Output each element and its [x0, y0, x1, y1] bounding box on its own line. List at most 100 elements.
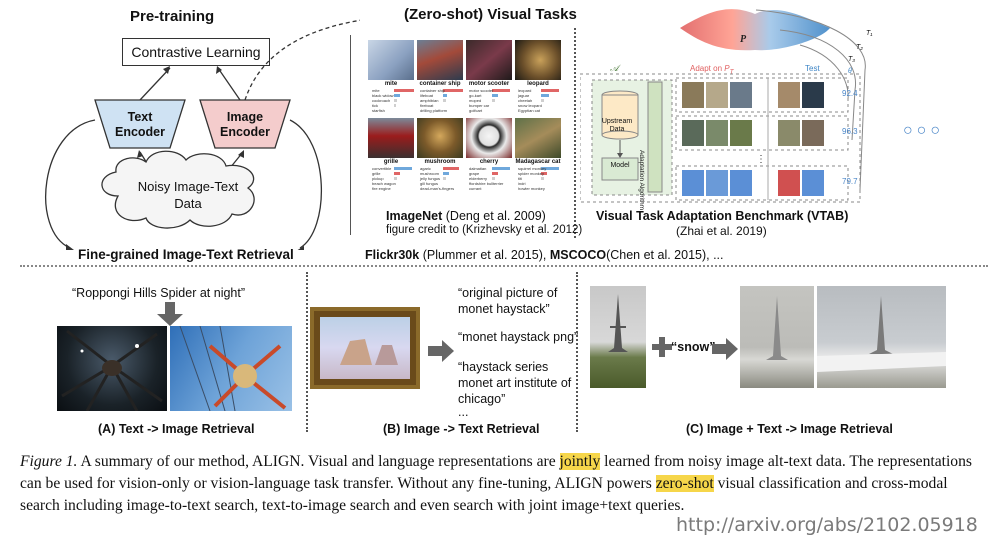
photo-spider-sculpture-day	[170, 326, 292, 411]
svg-text:titi: titi	[518, 176, 522, 181]
panel-divider-2	[576, 272, 578, 432]
panel-c-query: “snow”	[671, 340, 716, 354]
svg-text:dalmatian: dalmatian	[469, 166, 486, 171]
vtab-test-label: Test	[805, 64, 820, 73]
imagenet-label: cherry	[479, 159, 499, 165]
vtab-score: 79.7	[842, 177, 858, 186]
photo-spider-sculpture-night	[57, 326, 167, 411]
data-cloud	[101, 150, 255, 229]
cloud-label: Noisy Image-Text Data	[137, 179, 239, 211]
vtab-score: 96.3	[842, 127, 858, 136]
vtab-ref: (Zhai et al. 2019)	[676, 224, 767, 238]
vtab-task-label: T₂	[856, 44, 863, 51]
vtab-upstream-label: Upstream Data	[601, 118, 633, 133]
svg-text:moped: moped	[469, 98, 481, 103]
plus-icon	[652, 337, 672, 357]
photo-grille	[368, 118, 414, 158]
svg-text:tick: tick	[372, 103, 378, 108]
svg-text:bumper car: bumper car	[469, 103, 490, 108]
caption-label: Figure 1.	[20, 453, 78, 470]
mscoco-ref: (Chen et al. 2015), ...	[606, 248, 724, 262]
svg-text:convertible: convertible	[372, 166, 392, 171]
imagenet-label: grille	[383, 159, 399, 165]
svg-text:fireboat: fireboat	[420, 103, 434, 108]
svg-text:spider monkey: spider monkey	[518, 171, 544, 176]
top-divider-1	[350, 35, 351, 235]
imagenet-caption: ImageNet (Deng et al. 2009)	[386, 209, 546, 223]
panel-b-label: (B) Image -> Text Retrieval	[383, 422, 540, 436]
svg-text:⋮: ⋮	[756, 154, 766, 165]
svg-text:cockroach: cockroach	[372, 98, 390, 103]
flickr30k-ref: (Plummer et al. 2015),	[419, 248, 550, 262]
top-divider-2	[574, 28, 576, 238]
svg-text:leopard: leopard	[518, 88, 531, 93]
vtab-score: 92.4	[842, 89, 858, 98]
imagenet-title: ImageNet	[386, 209, 443, 223]
svg-text:amphibian: amphibian	[420, 98, 438, 103]
svg-text:squirrel monkey: squirrel monkey	[518, 166, 546, 171]
figure-caption: Figure 1. A summary of our method, ALIGN…	[20, 451, 982, 517]
svg-text:elderberry: elderberry	[469, 176, 487, 181]
right-arrow-icon	[712, 338, 738, 360]
imagenet-credit: figure credit to (Krizhevsky et al. 2012…	[386, 224, 583, 236]
svg-text:Egyptian cat: Egyptian cat	[518, 108, 541, 113]
pretraining-diagram	[45, 19, 360, 250]
svg-text:grape: grape	[469, 171, 480, 176]
imagenet-label: container ship	[419, 81, 461, 87]
arxiv-url[interactable]: http://arxiv.org/abs/2102.05918	[676, 514, 978, 536]
panel-b-text: “haystack series monet art institute of …	[458, 360, 572, 406]
imagenet-figure: mite container ship motor scooter leopar…	[368, 40, 564, 212]
caption-text: A summary of our method, ALIGN. Visual a…	[77, 453, 560, 470]
imagenet-label: Madagascar cat	[515, 159, 561, 165]
svg-text:beach wagon: beach wagon	[372, 181, 396, 186]
photo-container-ship	[417, 40, 463, 80]
zeroshot-title: (Zero-shot) Visual Tasks	[404, 6, 577, 23]
svg-text:mite: mite	[372, 88, 380, 93]
more-tasks-ellipsis: ○○○	[903, 122, 944, 139]
photo-mushroom	[417, 118, 463, 158]
svg-text:pickup: pickup	[372, 176, 384, 181]
svg-text:snow leopard: snow leopard	[518, 103, 542, 108]
photo-eiffel-snow-1	[740, 286, 814, 388]
retrieval-datasets: Flickr30k (Plummer et al. 2015), MSCOCO(…	[365, 248, 724, 262]
vtab-row2-thumbs	[682, 120, 824, 146]
svg-text:lifeboat: lifeboat	[420, 93, 434, 98]
svg-text:dead-man's-fingers: dead-man's-fingers	[420, 186, 454, 191]
svg-text:currant: currant	[469, 186, 482, 191]
vtab-model-label: Model	[610, 162, 630, 169]
contrastive-learning-box: Contrastive Learning	[122, 38, 270, 66]
flickr30k: Flickr30k	[365, 248, 420, 262]
panel-b-text: “original picture of monet haystack”	[458, 286, 558, 316]
imagenet-label: mushroom	[424, 159, 456, 165]
retrieval-title: Fine-grained Image-Text Retrieval	[78, 247, 294, 262]
distribution-label: P	[740, 34, 747, 45]
svg-text:motor scooter: motor scooter	[469, 88, 494, 93]
vtab-row3-thumbs	[682, 170, 824, 196]
caption-highlight: jointly	[559, 453, 601, 470]
photo-eiffel-tower	[590, 286, 646, 388]
svg-text:indri: indri	[518, 181, 526, 186]
photo-motor-scooter	[466, 40, 512, 80]
caption-text: visual classification and cross-modal se…	[20, 475, 948, 514]
panel-b-text: ...	[458, 405, 469, 419]
right-arrow-icon	[428, 340, 454, 362]
vtab-row1-thumbs	[682, 82, 824, 108]
caption-highlight: zero-shot	[655, 475, 714, 492]
photo-leopard	[515, 40, 561, 80]
vtab-task-label: T₃	[848, 56, 856, 63]
svg-text:golfcart: golfcart	[469, 108, 483, 113]
svg-text:ffordshire bullterrier: ffordshire bullterrier	[469, 181, 504, 186]
photo-mite	[368, 40, 414, 80]
photo-monet-haystack	[310, 307, 420, 389]
svg-text:jaguar: jaguar	[517, 93, 530, 98]
svg-text:mushroom: mushroom	[420, 171, 440, 176]
image-encoder-shape	[199, 99, 291, 149]
panel-b-text: “monet haystack png”	[458, 330, 579, 344]
panel-c-label: (C) Image + Text -> Image Retrieval	[686, 422, 893, 436]
vtab-diagram: P 𝒜 ⋮	[580, 9, 866, 203]
svg-text:container ship: container ship	[420, 88, 446, 93]
photo-cherry	[466, 118, 512, 158]
imagenet-label: mite	[384, 81, 398, 87]
vtab-theta-label: θ	[848, 68, 852, 75]
